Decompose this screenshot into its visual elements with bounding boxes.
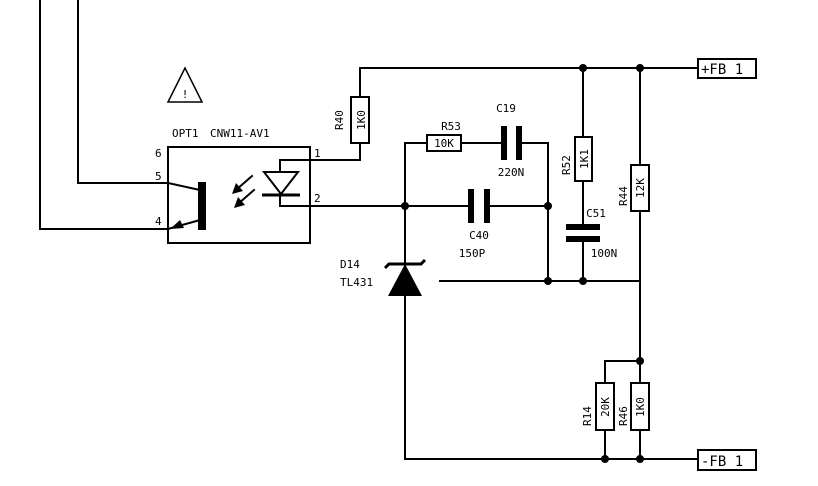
connector-fb-plus: +FB 1	[697, 58, 757, 79]
junction-dot	[401, 202, 409, 210]
opto-pin-4: 4	[155, 215, 162, 228]
junction-dot	[579, 277, 587, 285]
r44-ref: R44	[617, 186, 630, 206]
resistor-r52: 1K1 R52	[560, 136, 593, 182]
r53-value: 10K	[434, 137, 454, 150]
opto-ref: OPT1	[172, 127, 199, 140]
warning-symbol: !	[182, 88, 189, 101]
fb-plus-label: +FB 1	[701, 62, 743, 78]
c51-value: 100N	[591, 247, 618, 260]
light-arrows-icon	[232, 174, 256, 208]
opto-part: CNW11-AV1	[210, 127, 270, 140]
d14-part: TL431	[340, 276, 373, 289]
r52-ref: R52	[560, 155, 573, 175]
d14-ref: D14	[340, 258, 360, 271]
c19-ref: C19	[496, 102, 516, 115]
c51-ref: C51	[586, 207, 606, 220]
junction-dot	[544, 277, 552, 285]
r14-value: 20K	[599, 397, 612, 417]
r14-ref: R14	[581, 406, 594, 426]
r52-value: 1K1	[578, 149, 591, 169]
opto-pin-6: 6	[155, 147, 162, 160]
optocoupler-opt1: 1 2 6 5 4 OPT1 CNW11-AV1	[155, 127, 321, 244]
c40-value: 150P	[459, 247, 486, 260]
warning-triangle-icon: !	[166, 66, 204, 103]
fb-minus-label: -FB 1	[701, 454, 743, 470]
opto-pin-5: 5	[155, 170, 162, 183]
opto-pin-1: 1	[314, 147, 321, 160]
junction-dot	[636, 455, 644, 463]
opto-pin-2: 2	[314, 192, 321, 205]
r40-ref: R40	[333, 110, 346, 130]
r46-ref: R46	[617, 406, 630, 426]
capacitor-c40: C40 150P	[459, 189, 490, 260]
r40-value: 1K0	[355, 110, 368, 130]
junctions	[401, 64, 644, 463]
resistor-r14: 20K R14	[581, 382, 615, 431]
shunt-regulator-d14: D14 TL431	[340, 258, 427, 296]
capacitor-c19: C19 220N	[496, 102, 524, 179]
resistor-r46: 1K0 R46	[617, 382, 650, 431]
junction-dot	[579, 64, 587, 72]
junction-dot	[636, 64, 644, 72]
resistor-r40: 1K0 R40	[333, 96, 370, 144]
junction-dot	[636, 357, 644, 365]
r53-ref: R53	[441, 120, 461, 133]
resistor-r44: 12K R44	[617, 164, 650, 212]
junction-dot	[544, 202, 552, 210]
connector-fb-minus: -FB 1	[697, 449, 757, 471]
c40-ref: C40	[469, 229, 489, 242]
resistor-r53: 10K R53	[426, 120, 462, 152]
capacitor-c51: C51 100N	[566, 207, 617, 260]
r44-value: 12K	[634, 178, 647, 198]
r46-value: 1K0	[634, 397, 647, 417]
junction-dot	[601, 455, 609, 463]
wires	[39, 0, 699, 460]
c19-value: 220N	[498, 166, 525, 179]
